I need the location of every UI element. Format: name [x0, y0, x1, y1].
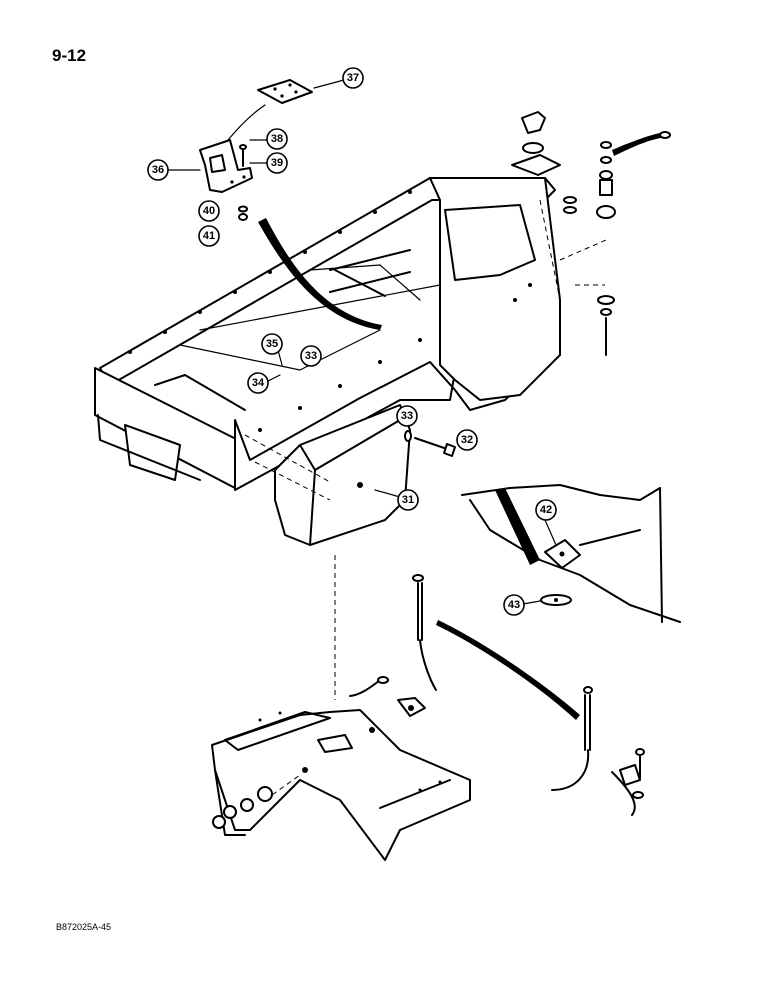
counterweight — [244, 404, 411, 700]
svg-text:33: 33 — [305, 350, 317, 362]
callout-34: 34 — [247, 372, 281, 394]
svg-text:39: 39 — [271, 157, 283, 169]
callout-39: 39 — [249, 152, 288, 174]
callout-33: 33 — [396, 405, 418, 427]
svg-text:42: 42 — [540, 504, 552, 516]
svg-text:41: 41 — [203, 230, 215, 242]
svg-text:36: 36 — [152, 164, 164, 176]
callout-32: 32 — [456, 429, 478, 451]
svg-text:37: 37 — [347, 72, 359, 84]
pivot-frame — [211, 709, 471, 861]
bracket-assembly — [199, 79, 313, 221]
callout-41: 41 — [198, 225, 220, 247]
svg-text:34: 34 — [252, 377, 265, 389]
page-number: 9-12 — [52, 46, 87, 65]
callout-33: 33 — [300, 345, 322, 367]
callout-40: 40 — [198, 200, 220, 222]
callout-38: 38 — [249, 128, 288, 150]
bolt-32 — [404, 430, 456, 457]
hoses — [349, 574, 645, 816]
callout-37: 37 — [313, 67, 364, 89]
svg-text:40: 40 — [203, 205, 215, 217]
detail-view — [461, 484, 681, 623]
callout-31: 31 — [374, 489, 419, 511]
callout-43: 43 — [503, 594, 541, 616]
callout-35: 35 — [261, 333, 283, 366]
callout-42: 42 — [535, 499, 557, 546]
callout-36: 36 — [147, 159, 201, 181]
svg-text:33: 33 — [401, 410, 413, 422]
document-code: B872025A-45 — [56, 922, 112, 932]
svg-text:43: 43 — [508, 599, 520, 611]
svg-text:32: 32 — [461, 434, 473, 446]
svg-text:35: 35 — [266, 338, 278, 350]
svg-text:31: 31 — [402, 494, 414, 506]
isolator-mounts — [511, 111, 671, 356]
svg-text:38: 38 — [271, 133, 283, 145]
